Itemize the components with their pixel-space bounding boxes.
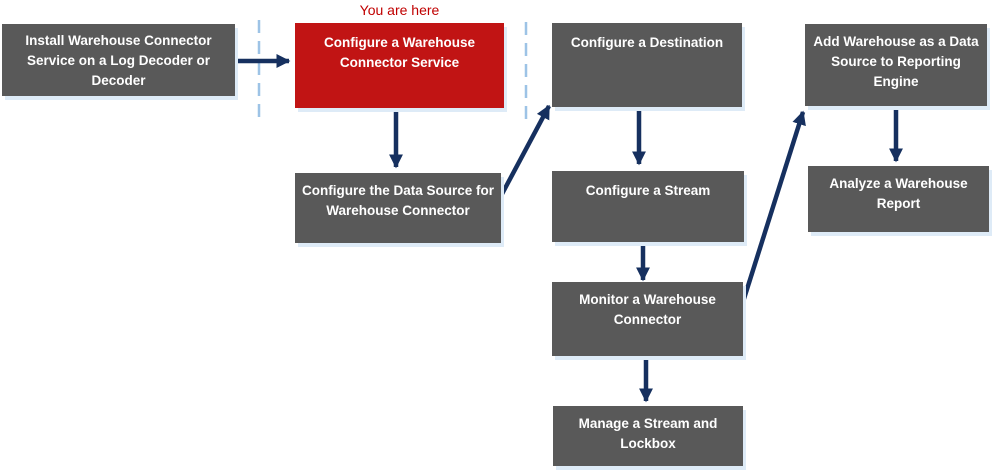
arrow-monitor-to-add-warehouse (739, 110, 806, 306)
step-label: Monitor a Warehouse Connector (579, 292, 716, 327)
step-configure-destination[interactable]: Configure a Destination (552, 23, 742, 107)
step-analyze-warehouse-report[interactable]: Analyze a Warehouse Report (808, 166, 989, 232)
step-manage-stream-and-lockbox[interactable]: Manage a Stream and Lockbox (553, 406, 743, 466)
step-install-warehouse-connector-service[interactable]: Install Warehouse Connector Service on a… (2, 24, 235, 96)
step-label: Add Warehouse as a Data Source to Report… (813, 34, 979, 89)
step-label: Configure a Warehouse Connector Service (323, 35, 476, 70)
step-label: Configure the Data Source for Warehouse … (301, 183, 495, 218)
step-add-warehouse-as-data-source[interactable]: Add Warehouse as a Data Source to Report… (805, 24, 987, 106)
you-are-here-label: You are here (359, 2, 440, 18)
step-configure-warehouse-connector-service[interactable]: Configure a Warehouse Connector Service (295, 23, 504, 108)
step-label: Manage a Stream and Lockbox (578, 416, 718, 451)
step-configure-stream[interactable]: Configure a Stream (552, 171, 744, 242)
step-configure-data-source[interactable]: Configure the Data Source for Warehouse … (295, 173, 501, 243)
step-label: Configure a Destination (570, 35, 724, 50)
step-label: Install Warehouse Connector Service on a… (25, 33, 212, 88)
step-monitor-warehouse-connector[interactable]: Monitor a Warehouse Connector (552, 282, 743, 356)
step-label: Analyze a Warehouse Report (829, 176, 968, 211)
arrow-data-source-to-destination (500, 104, 551, 196)
step-label: Configure a Stream (585, 183, 711, 198)
